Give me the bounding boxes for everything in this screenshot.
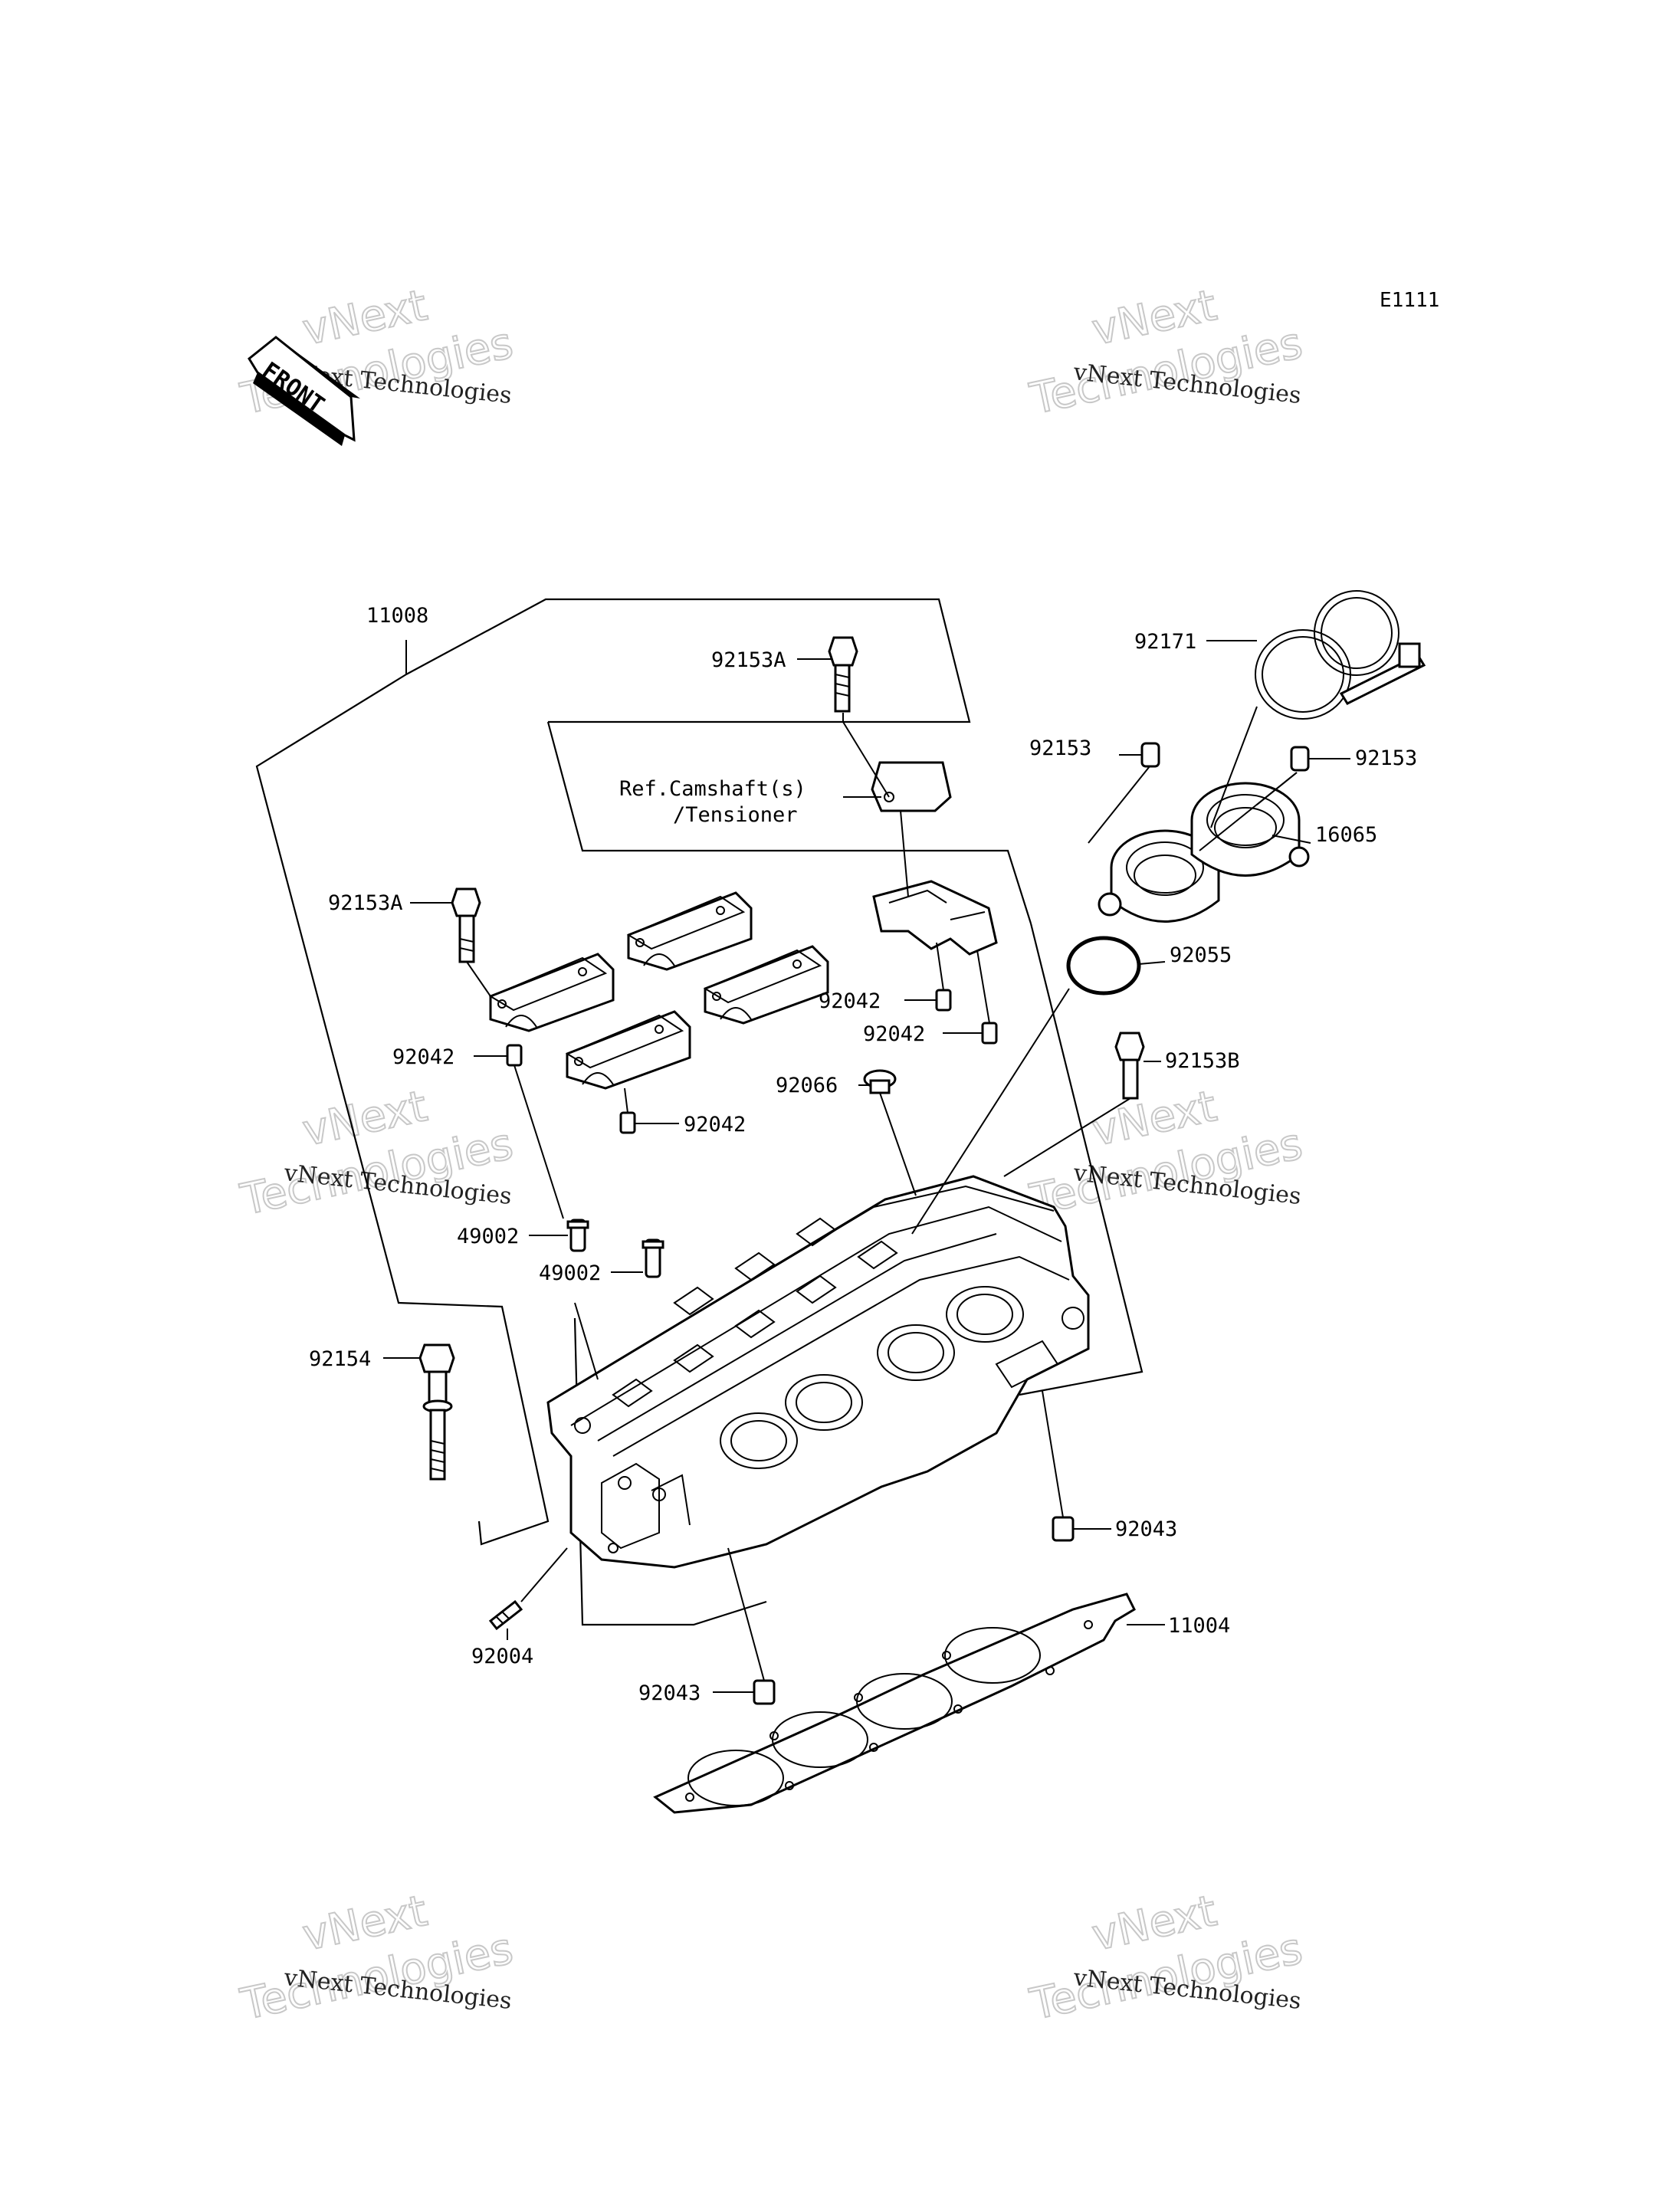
o-ring-92055 (1066, 936, 1141, 996)
label-92042-a: 92042 (392, 1045, 454, 1069)
valve-guide-49002-b (641, 1238, 664, 1278)
label-92153B: 92153B (1165, 1049, 1240, 1073)
dowel-92042-c (935, 989, 952, 1012)
bolt-92153A-top (828, 636, 858, 713)
bolt-92154 (418, 1343, 455, 1481)
gasket-11004 (653, 1593, 1136, 1814)
stud-92004 (488, 1599, 523, 1631)
clamp-92171 (1255, 590, 1426, 720)
frame-11008 (255, 674, 550, 1546)
watermark-mid-left: vNext Technologies vNext Technologies (235, 1081, 517, 1226)
dowel-92043-b (753, 1679, 776, 1705)
cam-cap-2 (626, 891, 753, 971)
label-92171: 92171 (1134, 630, 1196, 654)
plug-92066 (863, 1069, 897, 1094)
cam-cap-tensioner (872, 880, 998, 956)
diagram-code: E1111 (1380, 289, 1439, 312)
label-11008: 11008 (366, 604, 428, 628)
dowel-92042-d (981, 1022, 998, 1045)
dowel-92043-a (1052, 1516, 1075, 1542)
watermark-top-right: vNext Technologies vNext Technologies (1025, 280, 1307, 425)
frame-ref-camshaft (546, 721, 1032, 924)
label-92004: 92004 (471, 1645, 533, 1668)
watermark-bottom-right: vNext Technologies vNext Technologies (1025, 1885, 1307, 2031)
label-92066: 92066 (776, 1074, 838, 1097)
bracket-camshaft (871, 761, 952, 812)
cam-cap-3 (565, 1010, 691, 1090)
bolt-92153-right (1290, 746, 1310, 772)
ref-note-line1: Ref.Camshaft(s) (619, 777, 806, 801)
label-92153-left: 92153 (1029, 736, 1091, 760)
valve-guide-49002-a (566, 1219, 589, 1252)
bolt-92153B (1114, 1032, 1145, 1100)
cam-cap-1 (488, 953, 615, 1032)
leader-lines (383, 640, 1350, 1693)
label-92153A-left: 92153A (328, 891, 403, 915)
label-16065: 16065 (1315, 823, 1377, 847)
label-92042-d: 92042 (863, 1022, 925, 1046)
label-92153A-top: 92153A (711, 648, 786, 672)
bolt-92153-left (1140, 742, 1160, 768)
label-92154: 92154 (309, 1347, 371, 1371)
cam-cap-4 (703, 945, 829, 1025)
watermark-mid-right: vNext Technologies vNext Technologies (1025, 1081, 1307, 1226)
cylinder-head-11008 (546, 1175, 1090, 1569)
label-92042-c: 92042 (819, 989, 881, 1013)
label-92153-right: 92153 (1355, 746, 1417, 770)
bolt-92153A-left (451, 887, 481, 963)
label-92055: 92055 (1170, 943, 1232, 967)
watermark-bottom-left: vNext Technologies vNext Technologies (235, 1885, 517, 2031)
holder-16065 (1098, 782, 1310, 923)
dowel-92042-a (506, 1044, 523, 1067)
dowel-92042-b (619, 1111, 636, 1134)
label-92042-b: 92042 (684, 1113, 746, 1137)
label-11004: 11004 (1168, 1614, 1230, 1638)
label-92043-b: 92043 (638, 1681, 701, 1705)
ref-note-line2: /Tensioner (673, 803, 798, 827)
front-arrow-icon: FRONT (248, 336, 360, 446)
label-92043-a: 92043 (1115, 1517, 1177, 1541)
label-49002-b: 49002 (539, 1261, 601, 1285)
label-49002-a: 49002 (457, 1225, 519, 1248)
